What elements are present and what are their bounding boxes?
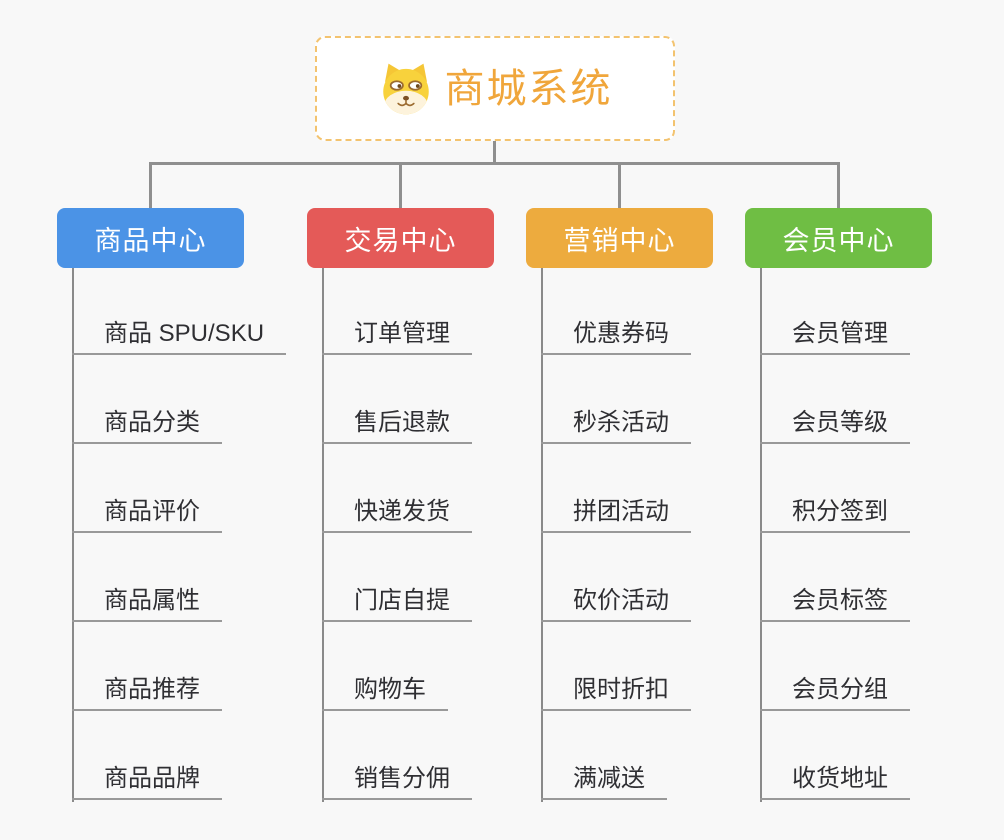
- branch-column: 营销中心 优惠券码秒杀活动拼团活动砍价活动限时折扣满减送: [526, 208, 776, 808]
- connector-root-drop: [493, 141, 496, 164]
- leaf-topic[interactable]: 收货地址: [760, 754, 910, 800]
- leaf-topic[interactable]: 秒杀活动: [541, 398, 691, 444]
- branch-node[interactable]: 会员中心: [745, 208, 932, 268]
- connector-horizontal-line: [149, 162, 840, 165]
- root-title: 商城系统: [444, 66, 613, 111]
- leaf-topic[interactable]: 优惠券码: [541, 309, 691, 355]
- connector-branch-drop: [399, 162, 402, 208]
- branch-node[interactable]: 交易中心: [307, 208, 494, 268]
- branch-column: 会员中心 会员管理会员等级积分签到会员标签会员分组收货地址: [745, 208, 995, 808]
- doge-icon: [378, 61, 434, 117]
- leaf-topic[interactable]: 销售分佣: [322, 754, 472, 800]
- leaf-topic[interactable]: 商品品牌: [72, 754, 222, 800]
- connector-branch-drop: [837, 162, 840, 208]
- branch-vertical-line: [72, 268, 74, 802]
- leaf-topic[interactable]: 会员标签: [760, 576, 910, 622]
- leaf-topic[interactable]: 满减送: [541, 754, 667, 800]
- connector-branch-drop: [149, 162, 152, 208]
- leaf-topic[interactable]: 订单管理: [322, 309, 472, 355]
- leaf-topic[interactable]: 限时折扣: [541, 665, 691, 711]
- leaf-topic[interactable]: 商品 SPU/SKU: [72, 309, 287, 355]
- leaf-topic[interactable]: 积分签到: [760, 487, 910, 533]
- branch-column: 商品中心 商品 SPU/SKU 商品分类商品评价商品属性商品推荐商品品牌: [57, 208, 307, 808]
- branch-column: 交易中心 订单管理售后退款快递发货门店自提购物车销售分佣: [307, 208, 557, 808]
- leaf-topic[interactable]: 会员分组: [760, 665, 910, 711]
- leaf-topic[interactable]: 商品推荐: [72, 665, 222, 711]
- leaf-topic[interactable]: 售后退款: [322, 398, 472, 444]
- leaf-topic[interactable]: 商品属性: [72, 576, 222, 622]
- branch-vertical-line: [541, 268, 543, 802]
- leaf-topic[interactable]: 门店自提: [322, 576, 472, 622]
- leaf-topic[interactable]: 快递发货: [322, 487, 472, 533]
- connector-branch-drop: [618, 162, 621, 208]
- leaf-topic[interactable]: 商品评价: [72, 487, 222, 533]
- branch-node[interactable]: 商品中心: [57, 208, 244, 268]
- leaf-topic[interactable]: 会员等级: [760, 398, 910, 444]
- branch-node[interactable]: 营销中心: [526, 208, 713, 268]
- leaf-topic[interactable]: 砍价活动: [541, 576, 691, 622]
- root-node[interactable]: 商城系统: [315, 36, 675, 141]
- leaf-topic[interactable]: 拼团活动: [541, 487, 691, 533]
- leaf-topic[interactable]: 购物车: [322, 665, 448, 711]
- branch-vertical-line: [322, 268, 324, 802]
- leaf-topic[interactable]: 商品分类: [72, 398, 222, 444]
- branch-vertical-line: [760, 268, 762, 802]
- leaf-topic[interactable]: 会员管理: [760, 309, 910, 355]
